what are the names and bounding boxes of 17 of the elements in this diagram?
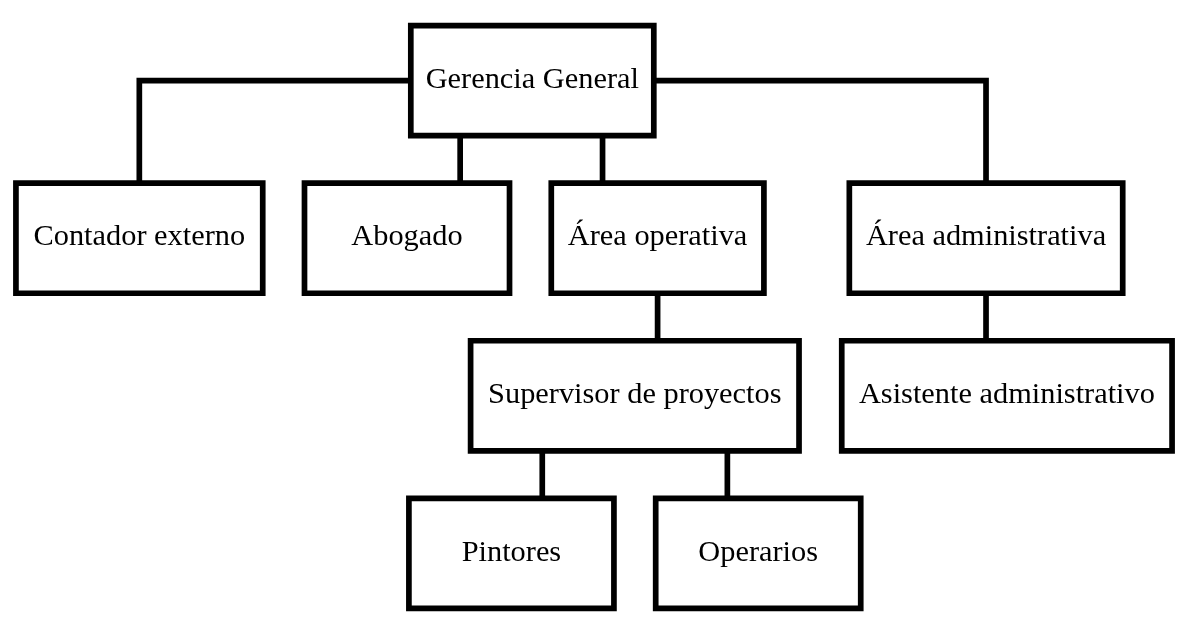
connector <box>457 135 463 183</box>
connector <box>136 77 411 184</box>
node-box: Pintores <box>406 495 617 612</box>
node-box: Área administrativa <box>846 180 1126 297</box>
node-box: Área operativa <box>548 180 767 297</box>
node-box: Abogado <box>301 180 513 297</box>
connector <box>654 293 661 341</box>
node-box: Gerencia General <box>407 22 657 139</box>
connector <box>983 293 989 341</box>
connector <box>653 77 989 184</box>
node-box: Contador externo <box>13 180 266 297</box>
connector <box>599 135 606 183</box>
node-box: Asistente administrativo <box>838 337 1175 454</box>
node-box: Supervisor de proyectos <box>467 337 802 454</box>
connector <box>724 450 731 498</box>
connector <box>539 450 546 498</box>
node-box: Operarios <box>652 495 864 612</box>
